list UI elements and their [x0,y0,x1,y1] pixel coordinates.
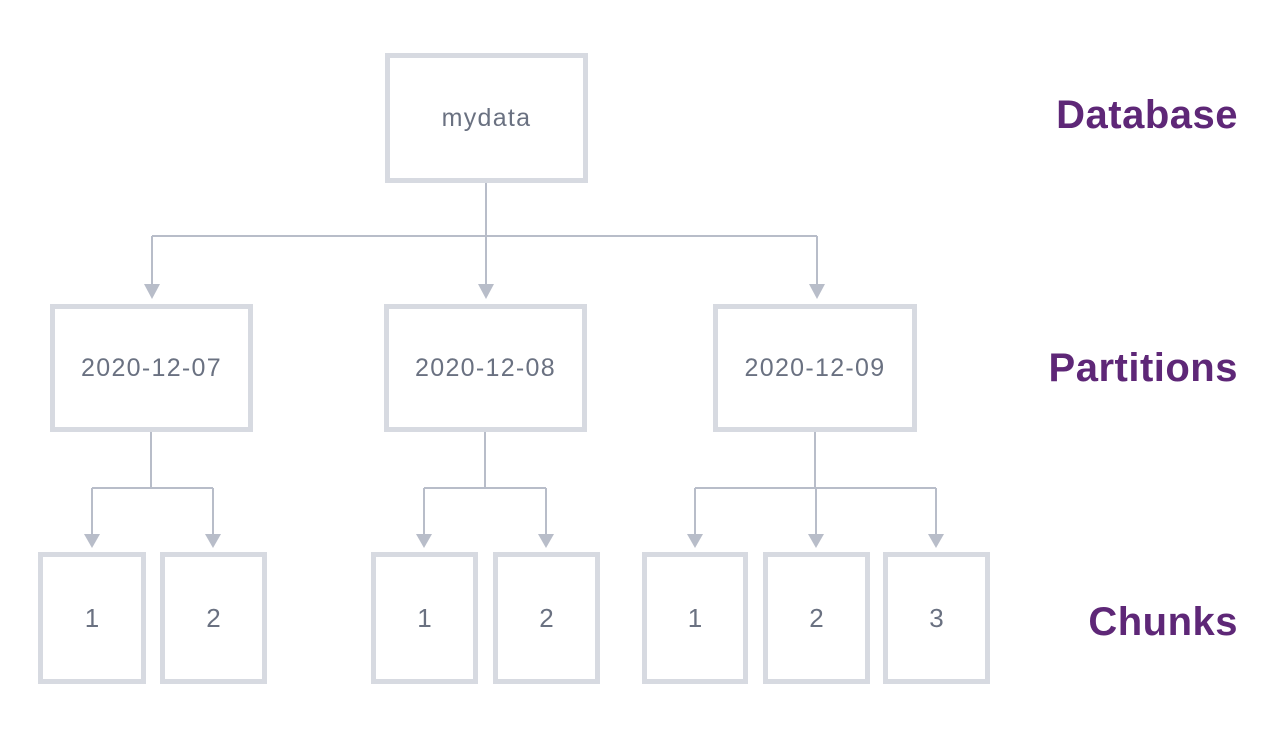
chunk-node-label: 3 [929,602,944,633]
connector-partition3-to-chunks [687,432,944,548]
chunk-node-label: 1 [84,602,100,633]
chunk-node: 1 [371,552,478,684]
chunk-node-label: 1 [417,602,432,633]
database-level-label: Database [1056,93,1238,137]
partition-node: 2020-12-08 [384,304,587,432]
arrowhead-icon [84,534,100,548]
chunk-node-label: 1 [687,602,703,633]
partition-node-label: 2020-12-09 [744,353,886,382]
partition-node: 2020-12-09 [713,304,917,432]
arrowhead-icon [928,534,944,548]
arrowhead-icon [416,534,432,548]
arrowhead-icon [538,534,554,548]
chunk-node: 3 [883,552,990,684]
partition-node: 2020-12-07 [50,304,253,432]
connector-database-to-partitions [144,183,825,299]
chunks-level-label: Chunks [1088,600,1238,644]
chunk-node: 2 [160,552,267,684]
arrowhead-icon [144,284,160,299]
arrowhead-icon [808,534,824,548]
partition-node-label: 2020-12-07 [81,353,222,382]
chunk-node: 2 [763,552,870,684]
connector-partition2-to-chunks [416,432,554,548]
chunk-node-label: 2 [809,602,824,633]
arrowhead-icon [478,284,494,299]
chunk-node-label: 2 [206,602,221,633]
partitions-level-label: Partitions [1048,346,1238,390]
chunk-node-label: 2 [539,602,554,633]
chunk-node: 1 [38,552,146,684]
database-node-label: mydata [441,103,532,132]
chunk-node: 1 [642,552,748,684]
arrowhead-icon [205,534,221,548]
arrowhead-icon [809,284,825,299]
database-node: mydata [385,53,588,183]
partition-node-label: 2020-12-08 [415,353,556,382]
chunk-node: 2 [493,552,600,684]
arrowhead-icon [687,534,703,548]
connector-partition1-to-chunks [84,432,221,548]
